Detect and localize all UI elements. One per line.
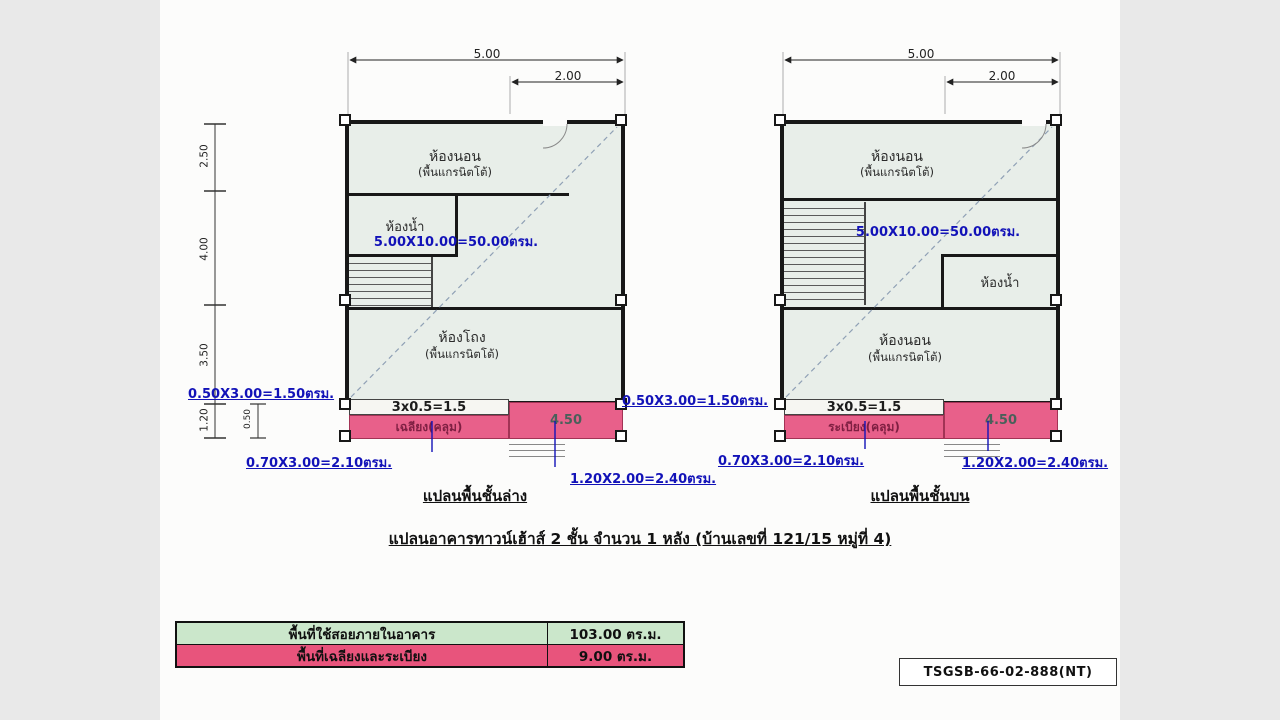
area-summary-table: พื้นที่ใช้สอยภายในอาคาร 103.00 ตร.ม. พื้… bbox=[175, 621, 685, 668]
upper-bedroom-floor-note: (พื้นแกรนิตโต้) bbox=[860, 165, 934, 179]
upper-bedroom2-label: ห้องนอน bbox=[878, 333, 932, 349]
document-number: TSGSB-66-02-888(NT) bbox=[923, 664, 1093, 680]
lower-dim-width-total: 5.00 bbox=[473, 47, 501, 61]
upper-dim-width-total: 5.00 bbox=[907, 47, 935, 61]
upper-wall-bath-vertical bbox=[941, 254, 944, 310]
lower-wall-hall bbox=[349, 307, 621, 310]
upper-door-gap bbox=[1022, 118, 1046, 126]
upper-balcony: ระเบียง(คลุม) bbox=[784, 415, 944, 439]
lower-strip-formula: 0.50X3.00=1.50ตรม. bbox=[188, 387, 335, 402]
lower-staircase bbox=[349, 257, 433, 307]
lower-porch: เฉลียง(คลุม) bbox=[349, 415, 509, 439]
table-row: พื้นที่ใช้สอยภายในอาคาร 103.00 ตร.ม. bbox=[177, 623, 683, 645]
lower-porch-name: เฉลียง(คลุม) bbox=[395, 419, 463, 434]
upper-wall-bath-horizontal bbox=[941, 254, 1056, 257]
lower-bathroom-label: ห้องน้ำ bbox=[385, 220, 425, 235]
upper-terrace-area: 4.50 bbox=[984, 413, 1018, 428]
porch-area-value: 9.00 ตร.ม. bbox=[547, 645, 683, 667]
dim-left-2: 4.00 bbox=[198, 237, 211, 261]
upper-plan-caption: แปลนพื้นชั้นบน bbox=[870, 487, 970, 505]
upper-dim-width-partial: 2.00 bbox=[988, 69, 1016, 83]
lower-area-formula: 5.00X10.00=50.00ตรม. bbox=[373, 235, 539, 250]
upper-balcony-name: ระเบียง(คลุม) bbox=[828, 419, 900, 434]
upper-bedroom-label: ห้องนอน bbox=[870, 149, 924, 165]
lower-plan-caption: แปลนพื้นชั้นล่าง bbox=[422, 487, 528, 505]
upper-strip-formula: 0.50X3.00=1.50ตรม. bbox=[622, 394, 769, 409]
upper-wall-hall bbox=[784, 307, 1056, 310]
upper-steps bbox=[944, 439, 1000, 461]
upper-porch-strip: 3x0.5=1.5 bbox=[784, 399, 944, 415]
upper-porch-formula: 0.70X3.00=2.10ตรม. bbox=[718, 454, 865, 469]
lower-porch-formula: 0.70X3.00=2.10ตรม. bbox=[246, 456, 393, 471]
dim-left-3: 3.50 bbox=[198, 343, 211, 367]
upper-bedroom2-floor-note: (พื้นแกรนิตโต้) bbox=[868, 350, 942, 364]
porch-area-label: พื้นที่เฉลียงและระเบียง bbox=[296, 649, 428, 665]
drawing-title: แปลนอาคารทาวน์เฮ้าส์ 2 ชั้น จำนวน 1 หลัง… bbox=[388, 530, 892, 548]
lower-terrace: 4.50 bbox=[509, 402, 623, 439]
lower-hall-floor-note: (พื้นแกรนิตโต้) bbox=[425, 347, 499, 361]
table-row: พื้นที่เฉลียงและระเบียง 9.00 ตร.ม. bbox=[177, 644, 683, 667]
upper-strip-calc-label: 3x0.5=1.5 bbox=[826, 399, 902, 415]
lower-terrace-formula: 1.20X2.00=2.40ตรม. bbox=[570, 472, 717, 487]
upper-staircase bbox=[784, 202, 866, 305]
interior-area-label: พื้นที่ใช้สอยภายในอาคาร bbox=[288, 627, 436, 643]
lower-wall-bedroom bbox=[349, 193, 569, 196]
lower-hall-label: ห้องโถง bbox=[438, 330, 486, 346]
upper-terrace-formula: 1.20X2.00=2.40ตรม. bbox=[962, 456, 1109, 471]
upper-area-formula: 5.00X10.00=50.00ตรม. bbox=[855, 225, 1021, 240]
document-number-box: TSGSB-66-02-888(NT) bbox=[899, 658, 1117, 686]
upper-wall-bedroom bbox=[784, 198, 1056, 201]
lower-dim-width-partial: 2.00 bbox=[554, 69, 582, 83]
dim-porch-depth: 0.50 bbox=[243, 408, 254, 430]
lower-porch-strip: 3x0.5=1.5 bbox=[349, 399, 509, 415]
lower-bedroom-floor-note: (พื้นแกรนิตโต้) bbox=[418, 165, 492, 179]
lower-entry-steps bbox=[509, 439, 565, 461]
lower-strip-calc-label: 3x0.5=1.5 bbox=[391, 399, 467, 415]
upper-terrace: 4.50 bbox=[944, 402, 1058, 439]
lower-terrace-area: 4.50 bbox=[549, 413, 583, 428]
dim-left-4: 1.20 bbox=[198, 408, 211, 432]
upper-bathroom-label: ห้องน้ำ bbox=[980, 276, 1020, 291]
lower-bedroom-label: ห้องนอน bbox=[428, 149, 482, 165]
lower-entry-door-gap bbox=[543, 118, 567, 126]
dim-left-1: 2.50 bbox=[198, 144, 211, 168]
interior-area-value: 103.00 ตร.ม. bbox=[547, 623, 683, 645]
